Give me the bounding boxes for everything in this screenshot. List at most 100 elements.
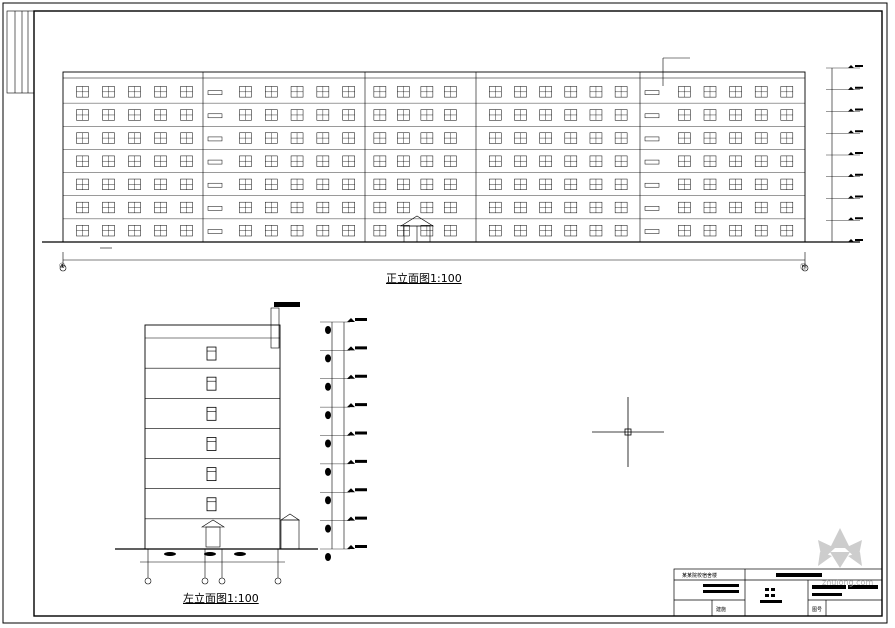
left-level-value-mark (355, 459, 367, 463)
watermark-text: zhulong.com (822, 578, 874, 587)
left-level-value-mark (355, 403, 367, 407)
left-window (206, 346, 217, 361)
front-stair-window (207, 182, 223, 188)
front-level-triangle (848, 173, 854, 177)
left-grid-bubble (218, 577, 226, 585)
left-level-value-mark (355, 488, 367, 492)
left-annex-roof (280, 513, 300, 521)
front-stair-window (207, 229, 223, 234)
left-roof-label-mark (274, 302, 300, 307)
left-level-value-mark (355, 346, 367, 350)
left-level-note-mark (325, 439, 331, 448)
front-level-triangle (848, 239, 854, 242)
front-level-triangle (848, 108, 854, 112)
inner-frame (33, 10, 883, 617)
left-level-note-mark (325, 524, 331, 533)
title-block-fills (703, 573, 878, 603)
left-window (206, 406, 217, 421)
left-level-note-mark (325, 382, 331, 391)
left-level-triangle (347, 516, 355, 521)
title-block-cell-b: 图号 (812, 607, 823, 613)
left-building-outline (144, 324, 281, 550)
front-grid-bubble-end (801, 264, 809, 272)
front-level-value-mark (855, 195, 863, 198)
left-level-triangle (347, 374, 355, 379)
front-stair-window (644, 206, 660, 211)
left-roof-stack (270, 307, 280, 349)
front-level-value-mark (855, 65, 863, 67)
left-level-note-mark (325, 411, 331, 420)
left-level-triangle (347, 488, 355, 493)
left-level-triangle (347, 403, 355, 408)
front-entrance-pediment (399, 215, 435, 227)
front-stair-window (207, 159, 223, 165)
front-stair-window (644, 182, 660, 188)
front-level-triangle (848, 86, 854, 90)
left-window (206, 376, 217, 391)
left-level-value-mark (355, 431, 367, 435)
front-grid-start-label: ① (59, 262, 66, 270)
left-level-value-mark (355, 374, 367, 378)
front-grid-end-label: ⑲ (800, 263, 807, 271)
left-level-note-mark (325, 326, 331, 334)
title-block (673, 568, 883, 617)
front-level-triangle (848, 65, 854, 68)
title-block-project-name: 某某院校宿舍楼 (682, 573, 718, 579)
front-level-value-mark (855, 173, 863, 176)
front-stair-window (644, 159, 660, 165)
front-level-triangle (848, 217, 854, 221)
left-window (206, 497, 217, 512)
crosshair-icon (592, 397, 664, 467)
front-elevation-title: 正立面图1:100 (386, 272, 462, 285)
left-level-triangle (347, 459, 355, 464)
front-building-outline (62, 71, 806, 243)
front-level-value-mark (855, 217, 863, 220)
left-level-note-mark (325, 467, 331, 476)
front-elevation (42, 57, 863, 272)
front-stair-window (644, 136, 660, 142)
front-stair-window (207, 206, 223, 211)
left-grid-bubble (144, 577, 152, 585)
left-elevation-title: 左立面图1:100 (183, 592, 259, 605)
left-window (206, 437, 217, 451)
left-footing-mark (164, 552, 176, 556)
left-annex (280, 519, 300, 550)
front-level-value-mark (855, 108, 863, 111)
left-window (206, 467, 217, 482)
left-footing-mark (234, 552, 246, 556)
left-level-note-mark (325, 354, 331, 363)
front-grid-bubble-start (59, 264, 67, 272)
front-level-value-mark (855, 152, 863, 154)
title-block-cell-a: 建施 (716, 607, 727, 613)
front-stair-window (644, 113, 660, 119)
left-level-note-mark (325, 496, 331, 505)
left-level-triangle (347, 431, 355, 436)
watermark-logo-icon (818, 528, 862, 568)
left-level-value-mark (355, 318, 367, 321)
left-entrance-canopy (200, 519, 226, 528)
front-level-triangle (848, 195, 854, 199)
front-stair-window (207, 136, 223, 142)
left-level-triangle (347, 318, 355, 322)
left-elevation (115, 302, 367, 585)
left-level-triangle (347, 545, 355, 549)
left-grid-bubble (201, 577, 209, 585)
left-level-note-mark (325, 553, 331, 561)
left-grid-bubble (274, 577, 282, 585)
left-level-triangle (347, 346, 355, 351)
left-entrance-door (205, 526, 221, 548)
front-level-value-mark (855, 86, 863, 89)
left-level-value-mark (355, 516, 367, 520)
front-level-triangle (848, 130, 854, 134)
front-stair-window (207, 90, 223, 95)
front-level-value-mark (855, 239, 863, 241)
left-level-value-mark (355, 545, 367, 548)
front-level-triangle (848, 152, 854, 155)
front-stair-window (644, 90, 660, 95)
binding-strip (6, 10, 35, 94)
left-footing-mark (204, 552, 216, 556)
front-stair-window (207, 113, 223, 119)
front-stair-window (644, 229, 660, 234)
